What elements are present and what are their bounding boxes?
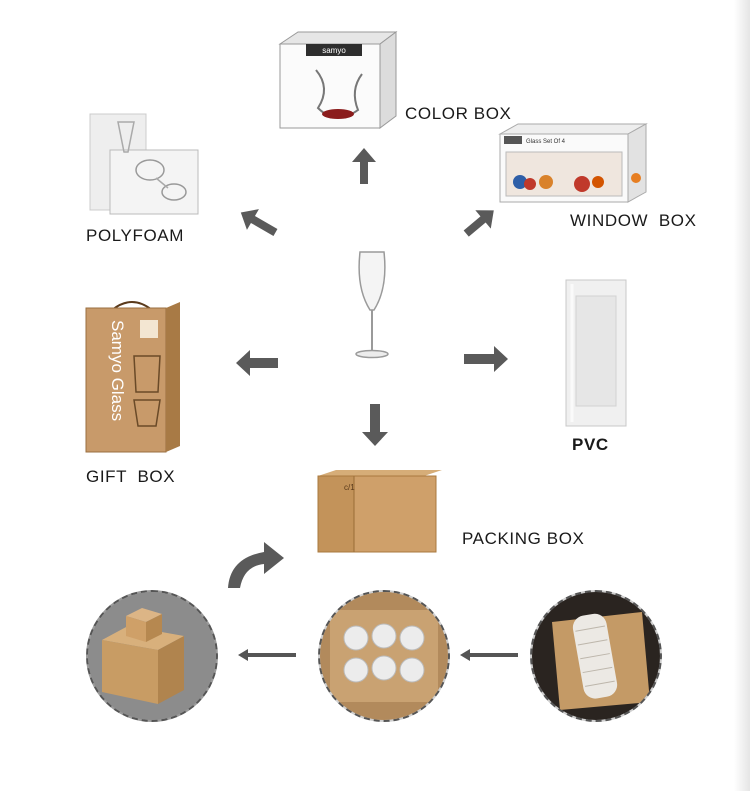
label-window-box: WINDOW BOX (570, 211, 697, 230)
arrow-up-right-icon (463, 210, 494, 237)
window-box-title: Glass Set Of 4 (526, 139, 566, 145)
arrow-down-icon (362, 404, 388, 446)
gift-box-brand: Samyo Glass (108, 320, 127, 421)
svg-text:c/1: c/1 (344, 483, 355, 492)
thin-arrow-left-icon (460, 649, 518, 661)
glasses-in-carton-photo (318, 590, 450, 722)
gift-box-image: Samyo Glass (85, 301, 180, 453)
label-color-box: COLOR BOX (405, 104, 512, 123)
label-pvc: PVC (572, 435, 609, 454)
arrow-left-icon (236, 350, 278, 376)
packing-box-image: c/1 (317, 470, 442, 553)
color-box-brand: samyo (322, 46, 346, 55)
curved-arrow-icon (228, 542, 284, 588)
stacked-cartons-photo (86, 590, 218, 722)
thin-arrow-left-icon (238, 649, 296, 661)
wine-glass-image (355, 251, 389, 359)
color-box-image: samyo (278, 31, 398, 129)
page-edge-shadow (734, 0, 750, 791)
label-polyfoam: POLYFOAM (86, 226, 185, 245)
window-box-image: Glass Set Of 4 (498, 123, 648, 203)
arrow-right-icon (464, 346, 508, 372)
label-packing-box: PACKING BOX (462, 529, 585, 548)
polyfoam-image (89, 113, 199, 215)
arrow-up-left-icon (240, 209, 278, 236)
arrow-up-icon (352, 148, 376, 184)
wrapped-glass-photo (530, 590, 662, 722)
label-gift-box: GIFT BOX (86, 467, 176, 486)
pvc-image (565, 279, 627, 427)
